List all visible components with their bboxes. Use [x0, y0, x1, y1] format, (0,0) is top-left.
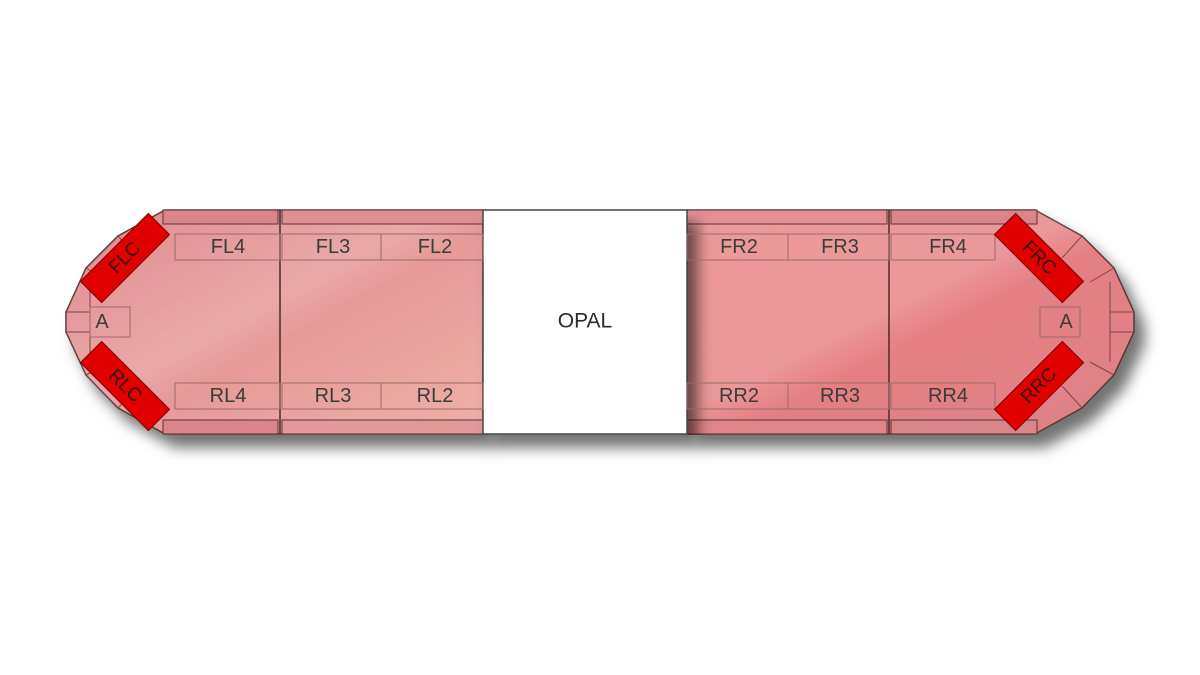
- corner-frc: FRC: [993, 212, 1085, 304]
- label-fr4: FR4: [929, 236, 967, 258]
- label-rr3: RR3: [820, 385, 860, 407]
- opal-label: OPAL: [558, 310, 612, 333]
- label-fl3: FL3: [316, 236, 350, 258]
- front-left-modules: [174, 233, 484, 261]
- label-fl4: FL4: [211, 236, 245, 258]
- module-fl4: [174, 233, 281, 261]
- opal-module: OPAL: [482, 209, 688, 435]
- module-fl2: [380, 233, 484, 261]
- module-rr3: [787, 382, 890, 410]
- end-module-right: [1039, 306, 1081, 338]
- module-fr4: [890, 233, 996, 261]
- rear-left-modules: [174, 382, 484, 410]
- module-fr3: [787, 233, 890, 261]
- module-rl2: [380, 382, 484, 410]
- left-section: [65, 209, 484, 435]
- module-rr4: [890, 382, 996, 410]
- label-end-left: A: [95, 311, 109, 333]
- label-end-right: A: [1059, 311, 1073, 333]
- label-rl3: RL3: [315, 385, 352, 407]
- label-fr2: FR2: [720, 236, 758, 258]
- end-module-left: [89, 306, 131, 338]
- label-fl2: FL2: [418, 236, 452, 258]
- label-rl2: RL2: [417, 385, 454, 407]
- label-rl4: RL4: [210, 385, 247, 407]
- label-fr3: FR3: [821, 236, 859, 258]
- right-section: [686, 209, 1135, 435]
- label-rr4: RR4: [928, 385, 968, 407]
- rear-right-modules: [686, 382, 996, 410]
- front-right-modules: [686, 233, 996, 261]
- label-rr2: RR2: [719, 385, 759, 407]
- module-rl4: [174, 382, 281, 410]
